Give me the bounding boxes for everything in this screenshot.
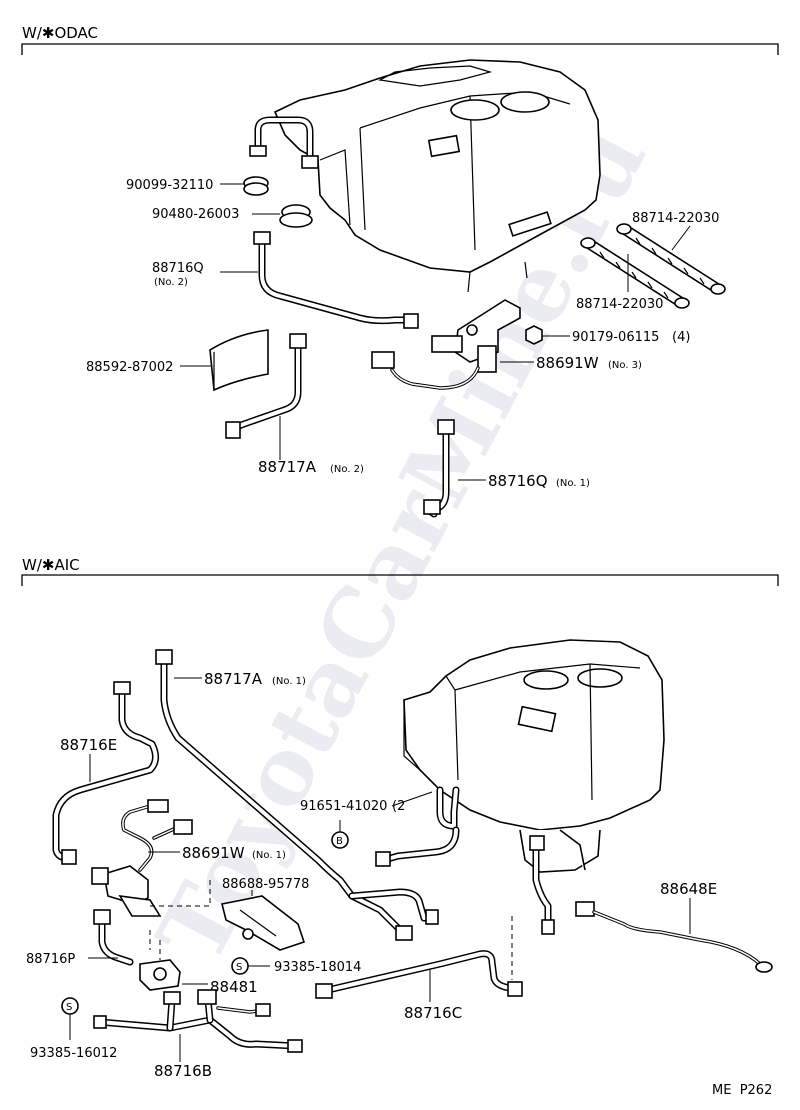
part-88717A-no2: 88717A (No. 2): [225, 333, 364, 476]
part-88481: 88481: [139, 940, 258, 996]
label-88592-87002: 88592-87002: [86, 360, 173, 375]
section-title-odac: W/✱ODAC: [22, 24, 98, 42]
symbol-b: B: [336, 836, 343, 847]
part-88592-87002: 88592-87002: [86, 329, 269, 392]
label-90480-26003: 90480-26003: [152, 207, 239, 222]
label-90099-32110: 90099-32110: [126, 178, 213, 193]
part-88691W-no1: 88691W (No. 1): [91, 799, 286, 917]
label-88714-22030-top: 88714-22030: [632, 211, 719, 226]
label-88688-95778: 88688-95778: [222, 877, 309, 892]
note-88717A-no1: (No. 1): [272, 676, 306, 687]
label-88716B: 88716B: [154, 1062, 212, 1080]
part-88716B: 88716B: [93, 989, 303, 1080]
label-88716P: 88716P: [26, 952, 75, 967]
label-88691W-no3: 88691W: [536, 354, 599, 372]
section-odac: W/✱ODAC 90099-32110: [21, 24, 779, 518]
part-88714-22030-pair: 88714-22030 88714-22030: [576, 211, 726, 312]
part-90179-06115: 90179-06115 (4): [525, 325, 690, 345]
note-88716Q-no1: (No. 1): [556, 478, 590, 489]
section-frame-aic: [21, 574, 779, 586]
section-aic: W/✱AIC 88717A (No. 1): [21, 556, 779, 1080]
label-93385-18014: 93385-18014: [274, 960, 361, 975]
part-88688-95778: 88688-95778: [149, 877, 309, 951]
note-88716Q-no2: (No. 2): [154, 277, 188, 288]
label-88691W-no1: 88691W: [182, 844, 245, 862]
label-88716C: 88716C: [404, 1004, 462, 1022]
part-90099-32110: 90099-32110: [126, 176, 269, 196]
air-cleaner-housing-bottom: [403, 639, 665, 873]
label-88714-22030-bottom: 88714-22030: [576, 297, 663, 312]
note-88691W-no1: (No. 1): [252, 850, 286, 861]
label-88648E: 88648E: [660, 880, 717, 898]
label-88717A-no2: 88717A: [258, 458, 317, 476]
part-93385-16012: S 93385-16012: [30, 997, 117, 1061]
label-88481: 88481: [210, 978, 258, 996]
symbol-s-1: S: [236, 962, 242, 973]
part-88716Q-no1: 88716Q (No. 1): [423, 419, 590, 518]
note-88691W-no3: (No. 3): [608, 360, 642, 371]
label-88717A-no1: 88717A: [204, 670, 263, 688]
part-90480-26003: 90480-26003: [152, 204, 313, 228]
part-88691W-no3: 88691W (No. 3): [371, 299, 642, 390]
page-reference: ME P262: [712, 1083, 772, 1098]
note-90179-06115: (4): [672, 330, 690, 345]
note-91651-41020: (2: [392, 799, 405, 814]
section-frame-odac: [21, 43, 779, 55]
label-91651-41020: 91651-41020: [300, 799, 387, 814]
part-88717A-no1: 88717A (No. 1): [155, 649, 413, 941]
note-88717A-no2: (No. 2): [330, 464, 364, 475]
label-88716E: 88716E: [60, 736, 117, 754]
part-93385-18014: S 93385-18014: [231, 957, 361, 975]
symbol-s-2: S: [66, 1002, 72, 1013]
part-88716Q-no2: 88716Q (No. 2): [152, 231, 419, 329]
air-cleaner-housing-top: [273, 59, 601, 293]
label-93385-16012: 93385-16012: [30, 1046, 117, 1061]
part-91651-41020: 91651-41020 (2 B: [300, 791, 433, 849]
part-88716P: 88716P: [26, 909, 134, 967]
label-88716Q-no2: 88716Q: [152, 261, 204, 276]
part-88716E: 88716E: [52, 681, 159, 865]
section-title-aic: W/✱AIC: [22, 556, 80, 574]
label-90179-06115: 90179-06115: [572, 330, 659, 345]
label-88716Q-no1: 88716Q: [488, 472, 548, 490]
part-88648E: 88648E: [575, 880, 773, 973]
part-88716C: 88716C: [315, 916, 523, 1022]
